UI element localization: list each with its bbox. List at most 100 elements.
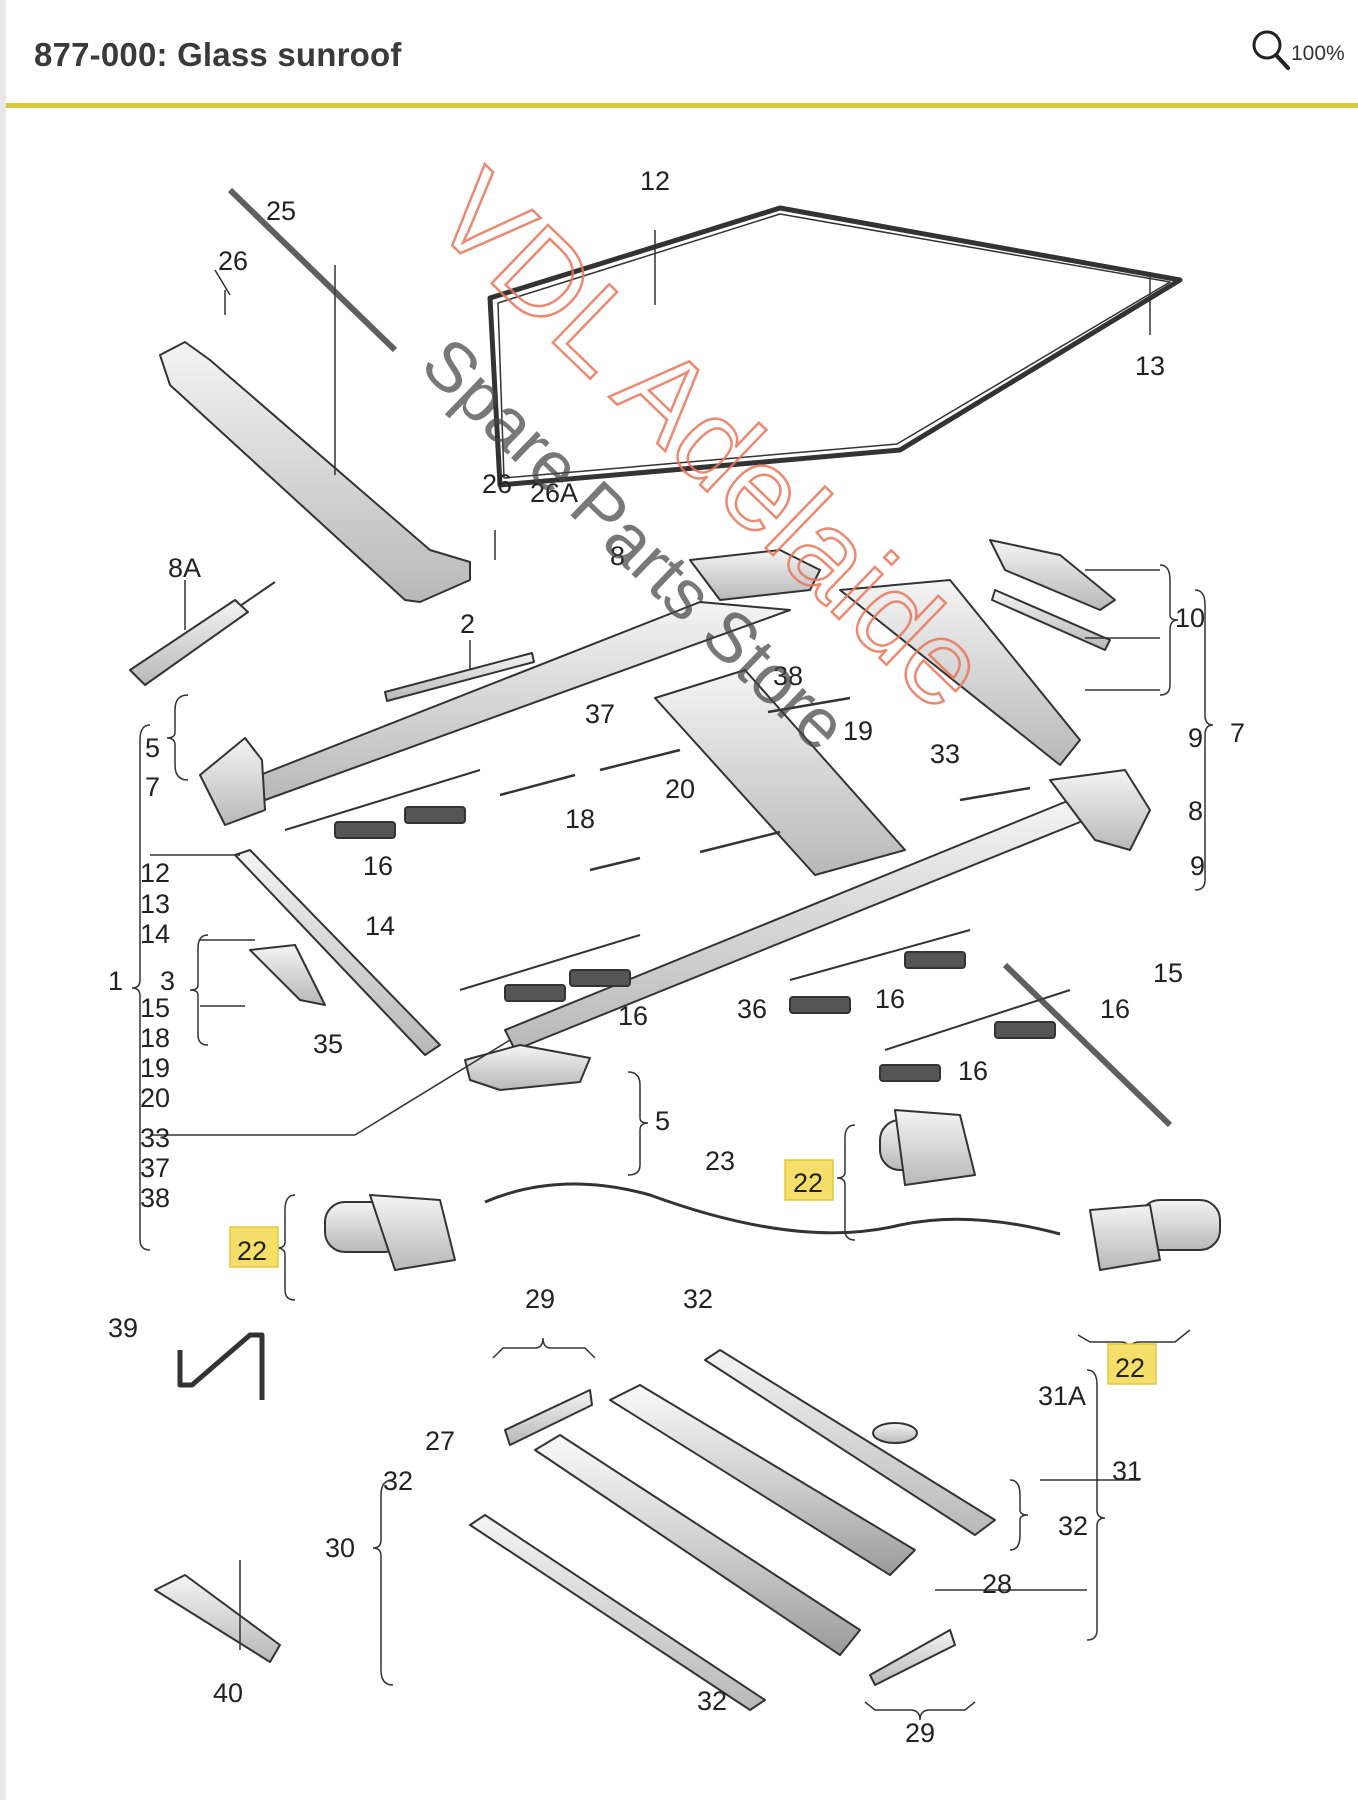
callout-label: 38 <box>773 661 803 691</box>
wiring-harness <box>484 1182 1061 1236</box>
callout-label: 26 <box>218 246 248 276</box>
sunshade-roller-upper <box>609 1384 916 1576</box>
left-edge-bar <box>0 0 6 1800</box>
callout-label: 22 <box>793 1168 823 1198</box>
sunshade-roller-lower <box>534 1434 861 1656</box>
side-rail-right <box>839 579 1081 766</box>
callout-label: 27 <box>425 1426 455 1456</box>
callout-label: 13 <box>1135 351 1165 381</box>
callout-label: 30 <box>325 1533 355 1563</box>
corner-bracket-right <box>1049 769 1151 851</box>
callout-label: 18 <box>565 804 595 834</box>
callout-label: 14 <box>140 919 170 949</box>
callout-label: 32 <box>697 1686 727 1716</box>
part-shapes <box>129 205 1221 1711</box>
callout-label: 38 <box>140 1183 170 1213</box>
sunshade-rail-lower <box>469 1514 766 1711</box>
sunshade-rail-upper <box>704 1349 996 1536</box>
callout-label: 9 <box>1188 723 1203 753</box>
callout-label: 37 <box>140 1153 170 1183</box>
callout-label: 22 <box>1115 1353 1145 1383</box>
callout-label: 19 <box>140 1053 170 1083</box>
callout-label: 14 <box>365 911 395 941</box>
emergency-crank <box>177 1332 265 1400</box>
gas-strut <box>129 599 249 686</box>
callout-label: 12 <box>640 166 670 196</box>
callout-label: 1 <box>108 966 123 996</box>
callout-label: 28 <box>982 1569 1012 1599</box>
magnifier-icon <box>1252 30 1290 70</box>
grease-tube <box>154 1574 281 1663</box>
callout-label: 36 <box>737 994 767 1024</box>
callout-label: 20 <box>140 1083 170 1113</box>
drive-cables <box>499 696 1031 872</box>
header-accent-rule <box>6 103 1358 108</box>
callout-label: 3 <box>160 966 175 996</box>
callout-label: 15 <box>140 993 170 1023</box>
callout-label: 29 <box>905 1718 935 1748</box>
glass-seal-frame <box>487 205 1183 488</box>
callout-labels: 12 13 25 26 26 26A 8 8A 2 10 38 37 9 7 1… <box>108 166 1245 1748</box>
callout-label: 8A <box>168 553 201 583</box>
zoom-level: 100% <box>1291 42 1345 65</box>
callout-label: 20 <box>665 774 695 804</box>
seal-strip <box>384 652 535 702</box>
drive-motor-left <box>324 1194 456 1271</box>
callout-label: 26A <box>530 478 578 508</box>
callout-label: 19 <box>843 716 873 746</box>
callout-label: 39 <box>108 1313 138 1343</box>
callout-label: 15 <box>1153 958 1183 988</box>
front-mount <box>689 549 821 601</box>
callout-label: 29 <box>525 1284 555 1314</box>
callout-label: 32 <box>683 1284 713 1314</box>
callout-label: 37 <box>585 699 615 729</box>
callout-label: 7 <box>1230 718 1245 748</box>
page-header: 877-000: Glass sunroof 100% <box>6 0 1358 104</box>
handle-cap <box>872 1422 918 1444</box>
wind-deflector <box>159 341 471 603</box>
callout-label: 31A <box>1038 1381 1086 1411</box>
callout-label: 16 <box>958 1056 988 1086</box>
bottom-bracket <box>464 1044 591 1091</box>
callout-label: 12 <box>140 858 170 888</box>
callout-label: 33 <box>930 739 960 769</box>
callout-label: 13 <box>140 889 170 919</box>
end-cap-lower <box>869 1629 956 1686</box>
callout-label: 10 <box>1175 603 1205 633</box>
callout-label: 16 <box>1100 994 1130 1024</box>
callout-label: 16 <box>363 851 393 881</box>
callout-label: 32 <box>383 1466 413 1496</box>
callout-label: 18 <box>140 1023 170 1053</box>
triangle-bracket <box>249 944 326 1006</box>
callout-label: 7 <box>145 772 160 802</box>
callout-label: 2 <box>460 609 475 639</box>
end-cap-upper <box>504 1389 593 1446</box>
drive-motor-right <box>1089 1199 1221 1271</box>
zoom-control[interactable]: 100% <box>1248 26 1358 76</box>
callout-label: 16 <box>875 984 905 1014</box>
parts-diagram: 12 13 25 26 26 26A 8 8A 2 10 38 37 9 7 1… <box>108 144 1245 1748</box>
callout-label: 22 <box>237 1236 267 1266</box>
callout-label: 26 <box>482 469 512 499</box>
page-title: 877-000: Glass sunroof <box>34 36 402 73</box>
lever-arm <box>989 539 1116 611</box>
sunshade-frame <box>654 669 906 876</box>
slider-pads <box>334 806 1056 1082</box>
callout-label: 40 <box>213 1678 243 1708</box>
callout-label: 33 <box>140 1123 170 1153</box>
callout-label: 16 <box>618 1001 648 1031</box>
callout-label: 25 <box>266 196 296 226</box>
callout-label: 35 <box>313 1029 343 1059</box>
callout-label: 8 <box>610 541 625 571</box>
callout-label: 23 <box>705 1146 735 1176</box>
callout-label: 5 <box>145 733 160 763</box>
drive-motor-center <box>879 1109 976 1186</box>
callout-label: 8 <box>1188 796 1203 826</box>
side-rail-left <box>234 849 441 1056</box>
callout-label: 32 <box>1058 1511 1088 1541</box>
corner-bracket-left <box>199 737 266 826</box>
callout-label: 31 <box>1112 1456 1142 1486</box>
callout-label: 5 <box>655 1106 670 1136</box>
highlight-boxes <box>229 1159 1157 1385</box>
callout-label: 9 <box>1190 851 1205 881</box>
